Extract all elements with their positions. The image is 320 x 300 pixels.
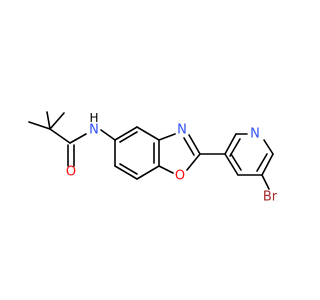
bond-br: [261, 174, 270, 190]
bond-b-inner-3: [119, 163, 138, 175]
atom-o-carbonyl: O: [66, 165, 76, 180]
bond-p1b: [229, 138, 241, 157]
bond-p3: [263, 139, 274, 155]
bond-ox-3: [186, 153, 201, 171]
bond-methyl-left: [28, 121, 51, 130]
bond-methyl-right: [49, 112, 65, 130]
bond-p4: [261, 153, 274, 176]
atom-n-oxazole: N: [177, 123, 187, 138]
atom-labels: N H O N O N Br: [66, 111, 278, 205]
bond-p4b: [256, 153, 268, 172]
bond-carbonyl-n: [69, 133, 87, 144]
bond-ox-2: [188, 134, 201, 155]
atom-h-amide: H: [89, 111, 98, 125]
benzene-ring: [114, 126, 160, 180]
bond-ox-2b: [183, 137, 195, 156]
bond-n-aryl: [100, 129, 116, 141]
bond-p6b: [230, 153, 242, 171]
bond-p1: [224, 133, 237, 155]
bond-quaternary-carbonyl: [49, 128, 71, 144]
oxazole-ring: [158, 133, 201, 174]
bond-methyl-top: [46, 111, 51, 130]
atom-o-oxazole: O: [175, 169, 185, 184]
bond-b2: [136, 126, 160, 141]
pyridine-ring: [199, 133, 274, 190]
bond-b-inner-1: [119, 131, 138, 143]
atom-n-amide: N: [89, 123, 99, 138]
tert-butyl-group: [28, 111, 71, 144]
bond-p6: [224, 153, 239, 176]
atom-br: Br: [263, 190, 278, 205]
molecule-canvas: N H O N O N Br: [28, 111, 278, 205]
bond-ox-4: [158, 165, 174, 174]
atom-n-pyridine: N: [250, 127, 260, 142]
bond-b1: [114, 126, 138, 141]
structure-diagram: N H O N O N Br: [28, 111, 278, 205]
bond-b4: [136, 165, 160, 180]
amide-group: [67, 129, 116, 167]
bond-ox-1: [158, 133, 176, 141]
bond-b5: [114, 165, 138, 180]
